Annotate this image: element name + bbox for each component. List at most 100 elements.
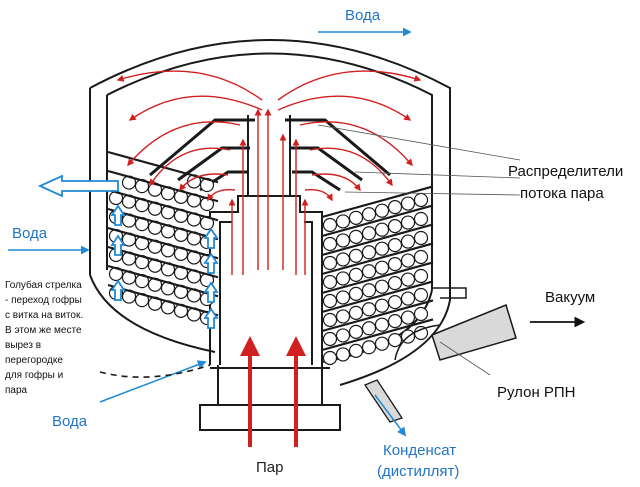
coil-separator-line	[321, 261, 434, 295]
label-water-bottom: Вода	[52, 413, 88, 430]
coil-ring	[400, 215, 416, 230]
coil-ring	[400, 272, 416, 287]
coil-separator-line	[107, 188, 219, 222]
distributor-leader-lines	[317, 124, 521, 196]
coil-ring	[413, 249, 429, 265]
coil-ring	[387, 200, 403, 215]
coil-ring	[335, 328, 351, 343]
note-line: перегородке	[5, 355, 63, 366]
coil-ring	[361, 207, 377, 222]
coil-ring	[322, 255, 338, 271]
coil-ring	[361, 264, 377, 279]
coil-ring	[335, 347, 351, 362]
label-distributors-1: Распределители	[508, 163, 623, 180]
coil-ring	[374, 317, 390, 332]
coil-ring	[335, 290, 351, 305]
coil-ring	[400, 196, 416, 211]
side-nozzle	[432, 287, 467, 299]
coil-ring	[361, 340, 377, 355]
coil-separator-line	[321, 242, 434, 276]
coil-ring	[387, 333, 403, 348]
coil-separator-line	[321, 204, 434, 238]
condensate-arrow	[374, 394, 407, 437]
transition-arrow-icon	[110, 204, 126, 226]
coil-ring	[400, 310, 416, 325]
coil-ring	[361, 321, 377, 336]
coil-ring	[374, 260, 390, 275]
coil-separator-line	[321, 223, 434, 257]
coil-ring	[413, 268, 429, 284]
coil-ring	[361, 245, 377, 260]
coil-ring	[400, 291, 416, 306]
coil-ring	[361, 302, 377, 317]
coil-ring	[413, 211, 429, 227]
coil-ring	[348, 324, 364, 339]
coil-separator-line	[107, 264, 219, 298]
note-text: Голубая стрелка - переход гофры с витка …	[5, 279, 83, 396]
coil-ring	[413, 230, 429, 246]
label-water-top: Вода	[345, 7, 381, 24]
label-condensate-1: Конденсат	[383, 442, 456, 459]
water-bottom-arrow	[99, 360, 207, 403]
coil-ring	[322, 331, 338, 347]
coil-ring	[413, 306, 429, 322]
transition-arrow-icon	[203, 307, 219, 329]
transition-arrow-icon	[203, 252, 219, 274]
coil-transition-arrows	[37, 174, 219, 329]
coil-ring	[374, 279, 390, 294]
label-vacuum: Вакуум	[545, 289, 595, 306]
coil-ring	[387, 238, 403, 253]
coil-ring	[335, 252, 351, 267]
coil-ring	[361, 283, 377, 298]
note-line: В этом же месте	[5, 325, 82, 336]
coil-ring	[322, 312, 338, 328]
coil-ring	[348, 248, 364, 263]
coil-ring	[387, 257, 403, 272]
transition-arrow-icon	[110, 234, 126, 256]
coil-separator-line	[321, 318, 434, 352]
coil-ring	[335, 233, 351, 248]
transition-arrow-icon	[110, 279, 126, 301]
steam-distributors	[149, 118, 391, 192]
coil-ring	[361, 226, 377, 241]
coil-ring	[348, 305, 364, 320]
coil-ring	[374, 222, 390, 237]
note-line: вырез в	[5, 340, 41, 351]
water-arrows	[8, 27, 412, 403]
roll-rpn-tube	[394, 303, 517, 361]
coil-ring	[335, 271, 351, 286]
steam-flow-arrows	[116, 70, 422, 447]
label-steam: Пар	[256, 459, 283, 476]
coil-separator-line	[107, 150, 219, 184]
note-line: для гофры и	[5, 369, 63, 381]
coil-right	[321, 185, 434, 366]
coil-ring	[322, 293, 338, 309]
coil-ring	[387, 276, 403, 291]
coil-ring	[374, 336, 390, 351]
coil-separator-line	[321, 280, 434, 314]
coil-ring	[374, 203, 390, 218]
coil-ring	[322, 236, 338, 252]
coil-ring	[348, 343, 364, 358]
coil-ring	[387, 295, 403, 310]
central-steam-tube	[209, 115, 323, 365]
coil-ring	[413, 287, 429, 303]
coil-ring	[348, 229, 364, 244]
coil-ring	[335, 309, 351, 324]
roll-leader-line	[439, 341, 491, 376]
coil-separator-line	[107, 226, 219, 260]
note-line: Голубая стрелка	[5, 279, 82, 291]
coil-ring	[322, 217, 338, 233]
coil-left	[107, 150, 219, 326]
water-outlet-arrow-icon	[37, 174, 119, 198]
coil-ring	[348, 210, 364, 225]
coil-ring	[413, 192, 429, 208]
condensate-outlet	[364, 379, 404, 423]
coil-separator-line	[321, 299, 434, 333]
coil-separator-line	[107, 283, 219, 317]
coil-separator-line	[107, 245, 219, 279]
label-roll: Рулон РПН	[497, 384, 576, 401]
coil-ring	[335, 214, 351, 229]
note-line: - переход гофры	[5, 294, 82, 306]
